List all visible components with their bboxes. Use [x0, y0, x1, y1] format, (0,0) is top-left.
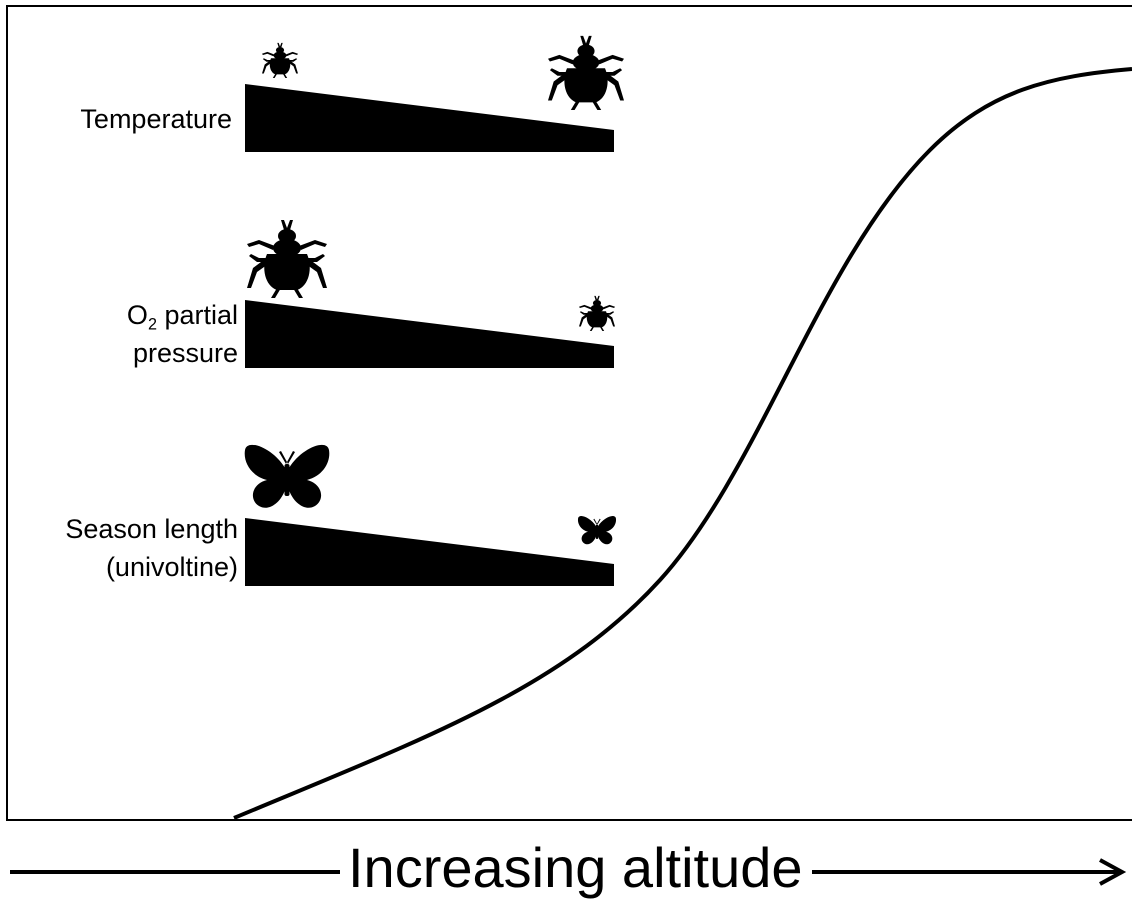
x-axis-label: Increasing altitude [348, 836, 803, 899]
season-length-label-line2: (univoltine) [105, 552, 238, 582]
fly-icon [548, 35, 624, 111]
fly-icon [262, 42, 298, 78]
plot-frame [6, 5, 1132, 821]
fly-icon [579, 295, 615, 331]
butterfly-icon [577, 515, 617, 545]
temperature-wedge [245, 84, 614, 152]
season-length-label-line1: Season length [65, 514, 238, 544]
o2-subscript: 2 [147, 315, 157, 334]
fly-icon [247, 220, 327, 298]
butterfly-icon [244, 444, 330, 508]
arrow-right-icon [1099, 858, 1127, 886]
o2-label-line1: O2 partial [80, 302, 238, 333]
season-length-wedge [245, 518, 614, 586]
o2-symbol: O [126, 300, 148, 330]
sigmoid-curve [233, 67, 1132, 820]
o2-pressure-wedge [245, 300, 614, 368]
o2-label-line2: pressure [132, 338, 238, 368]
temperature-label: Temperature [80, 104, 232, 134]
o2-partial-text: partial [156, 300, 238, 330]
